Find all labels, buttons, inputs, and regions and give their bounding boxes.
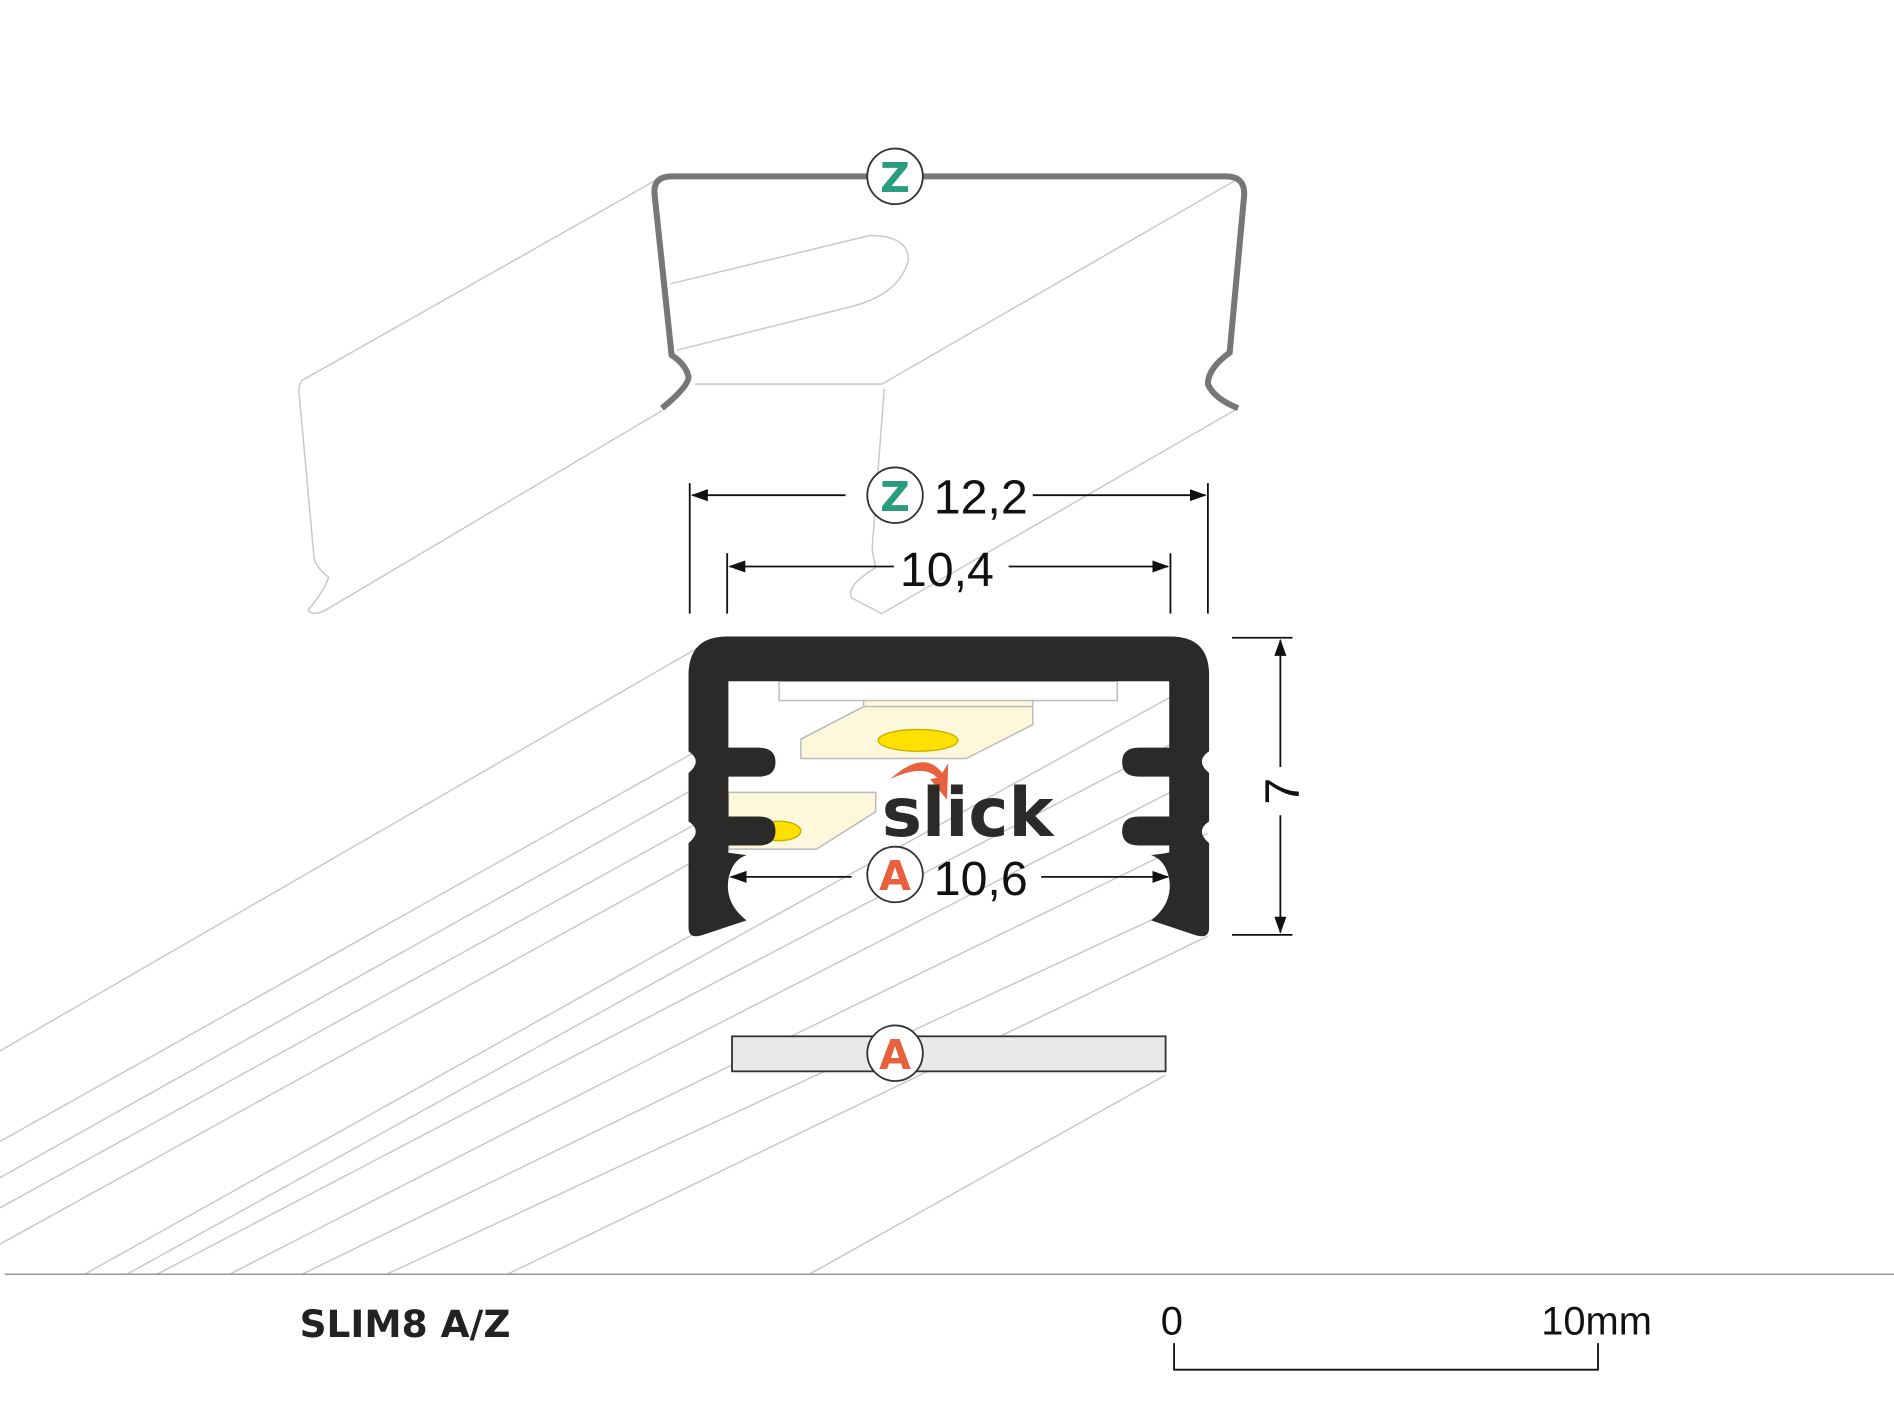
- diffuser-a: [731, 1035, 1167, 1073]
- svg-text:A: A: [879, 1031, 911, 1079]
- dimension-height: 7: [1255, 778, 1309, 805]
- svg-text:Z: Z: [880, 154, 910, 202]
- dimension-z-width: 12,2: [934, 470, 1028, 524]
- slick-logo: slick: [882, 773, 1056, 852]
- svg-text:0: 0: [1161, 1300, 1183, 1344]
- svg-text:A: A: [879, 852, 911, 900]
- slick-logo-arrow-icon: [890, 762, 949, 800]
- dimension-a-width: 10,6: [934, 852, 1028, 906]
- dimension-lines: [688, 483, 1293, 936]
- badge-a-diffuser: A: [866, 1024, 924, 1082]
- svg-text:10mm: 10mm: [1541, 1300, 1652, 1344]
- badge-a-dimension: A: [866, 845, 924, 904]
- dimension-inner-width: 10,4: [900, 543, 994, 597]
- scale-bar: 0 10mm: [1161, 1300, 1652, 1371]
- badge-z-dimension: Z: [866, 466, 924, 524]
- product-title: SLIM8 A/Z: [300, 1302, 511, 1346]
- perspective-lines: [0, 178, 1239, 1275]
- lens-z-outline: [651, 173, 1248, 412]
- svg-text:Z: Z: [880, 473, 910, 521]
- aluminium-profile: [688, 636, 1210, 937]
- badge-z-lens: Z: [866, 147, 924, 206]
